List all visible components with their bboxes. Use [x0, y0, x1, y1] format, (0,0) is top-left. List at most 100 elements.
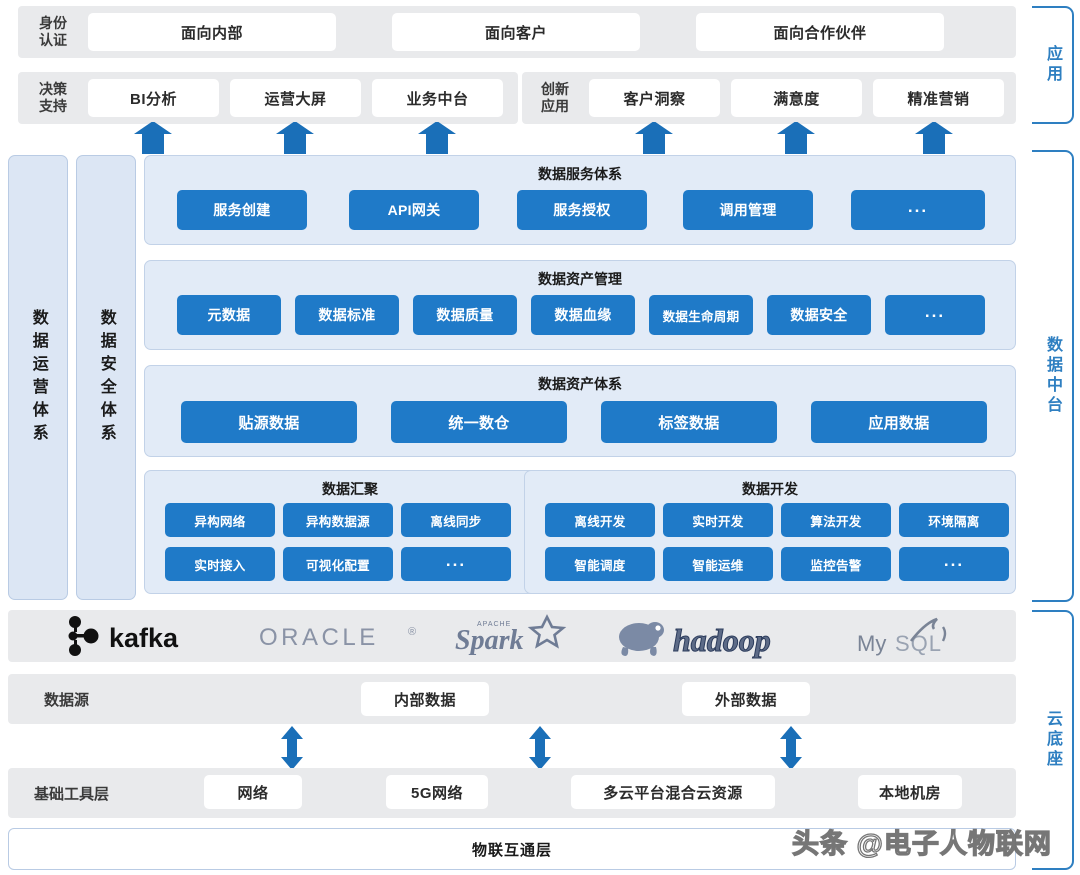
- panel-data-asset-management: 数据资产管理 元数据 数据标准 数据质量 数据血缘 数据生命周期 数据安全 ..…: [144, 260, 1016, 350]
- bracket-data-midplatform: 数据中台: [1032, 150, 1074, 602]
- panel-data-asset-management-title: 数据资产管理: [538, 271, 622, 287]
- column-data-security-label: 数据安全体系: [97, 308, 115, 447]
- chip-data-security[interactable]: 数据安全: [767, 295, 871, 335]
- chip-service-authorization[interactable]: 服务授权: [517, 190, 647, 230]
- chip-intelligent-scheduling[interactable]: 智能调度: [545, 547, 655, 581]
- arrow-up-icon: [915, 122, 953, 154]
- chip-offline-sync[interactable]: 离线同步: [401, 503, 511, 537]
- chip-source-aligned-data[interactable]: 贴源数据: [181, 401, 357, 443]
- chip-algorithm-development[interactable]: 算法开发: [781, 503, 891, 537]
- spark-logo: Spark APACHE: [448, 610, 578, 662]
- mysql-logo: My SQL: [848, 610, 998, 662]
- column-data-operations: 数据运营体系: [8, 155, 68, 600]
- identity-label-line2: 认证: [39, 32, 67, 48]
- arrow-up-icon: [635, 122, 673, 154]
- chip-realtime-development[interactable]: 实时开发: [663, 503, 773, 537]
- innovation-box-customer-insight[interactable]: 客户洞察: [589, 79, 720, 117]
- svg-text:APACHE: APACHE: [477, 621, 511, 628]
- hadoop-logo: hadoop: [608, 610, 828, 662]
- chip-api-gateway[interactable]: API网关: [349, 190, 479, 230]
- panel-data-aggregation: 数据汇聚 异构网络 异构数据源 离线同步 实时接入 可视化配置 ...: [144, 470, 556, 594]
- arrow-updown-icon: [529, 726, 551, 770]
- identity-label-line1: 身份: [39, 15, 67, 32]
- chip-metadata[interactable]: 元数据: [177, 295, 281, 335]
- tooling-box-multicloud[interactable]: 多云平台混合云资源: [571, 775, 775, 809]
- innovation-label: 创新 应用: [526, 72, 584, 124]
- chip-application-data[interactable]: 应用数据: [811, 401, 987, 443]
- decision-label-line2: 支持: [39, 98, 67, 114]
- panel-data-service: 数据服务体系 服务创建 API网关 服务授权 调用管理 ...: [144, 155, 1016, 245]
- bracket-cloud-base: 云底座: [1032, 610, 1074, 870]
- svg-text:Spark: Spark: [455, 625, 523, 656]
- column-data-operations-label: 数据运营体系: [29, 308, 47, 447]
- chip-service-more[interactable]: ...: [851, 190, 985, 230]
- tooling-box-5g[interactable]: 5G网络: [386, 775, 488, 809]
- chip-data-standard[interactable]: 数据标准: [295, 295, 399, 335]
- tooling-label: 基础工具层: [34, 785, 110, 803]
- chip-asset-more[interactable]: ...: [885, 295, 985, 335]
- chip-aggregation-more[interactable]: ...: [401, 547, 511, 581]
- arrow-up-icon: [418, 122, 456, 154]
- arrow-updown-icon: [780, 726, 802, 770]
- innovation-box-precision-marketing[interactable]: 精准营销: [873, 79, 1004, 117]
- chip-visual-config[interactable]: 可视化配置: [283, 547, 393, 581]
- panel-data-development: 数据开发 离线开发 实时开发 算法开发 环境隔离 智能调度 智能运维 监控告警 …: [524, 470, 1016, 594]
- watermark-text: 头条 @电子人物联网: [791, 828, 1052, 859]
- chip-heterogeneous-network[interactable]: 异构网络: [165, 503, 275, 537]
- decision-label: 决策 支持: [22, 72, 84, 124]
- arrow-up-icon: [276, 122, 314, 154]
- tech-logo-strip: kafka ORACLE ® Spark APACHE: [8, 610, 1016, 662]
- panel-data-aggregation-title: 数据汇聚: [322, 481, 378, 497]
- arrow-up-icon: [777, 122, 815, 154]
- app-box-internal[interactable]: 面向内部: [88, 13, 336, 51]
- svg-text:SQL: SQL: [895, 631, 942, 656]
- app-box-partner[interactable]: 面向合作伙伴: [696, 13, 944, 51]
- chip-call-management[interactable]: 调用管理: [683, 190, 813, 230]
- decision-box-dashboard[interactable]: 运营大屏: [230, 79, 361, 117]
- panel-data-development-title: 数据开发: [742, 481, 798, 497]
- decision-box-business-middle[interactable]: 业务中台: [372, 79, 503, 117]
- innovation-label-line1: 创新: [541, 81, 569, 98]
- datasource-box-internal[interactable]: 内部数据: [361, 682, 489, 716]
- arrow-up-icon: [134, 122, 172, 154]
- chip-monitoring-alert[interactable]: 监控告警: [781, 547, 891, 581]
- chip-data-lifecycle[interactable]: 数据生命周期: [649, 295, 753, 335]
- chip-development-more[interactable]: ...: [899, 547, 1009, 581]
- innovation-label-line2: 应用: [541, 98, 569, 114]
- column-data-security: 数据安全体系: [76, 155, 136, 600]
- innovation-box-satisfaction[interactable]: 满意度: [731, 79, 862, 117]
- app-box-customer[interactable]: 面向客户: [392, 13, 640, 51]
- tooling-band: [8, 768, 1016, 818]
- identity-label: 身份 认证: [22, 6, 84, 58]
- chip-environment-isolation[interactable]: 环境隔离: [899, 503, 1009, 537]
- chip-tag-data[interactable]: 标签数据: [601, 401, 777, 443]
- panel-data-asset-system: 数据资产体系 贴源数据 统一数仓 标签数据 应用数据: [144, 365, 1016, 457]
- panel-data-service-title: 数据服务体系: [538, 166, 622, 182]
- svg-text:ORACLE: ORACLE: [259, 624, 379, 651]
- decision-box-bi[interactable]: BI分析: [88, 79, 219, 117]
- svg-text:®: ®: [408, 626, 416, 638]
- chip-offline-development[interactable]: 离线开发: [545, 503, 655, 537]
- bracket-cloud-base-label: 云底座: [1044, 710, 1061, 770]
- chip-data-quality[interactable]: 数据质量: [413, 295, 517, 335]
- chip-data-lineage[interactable]: 数据血缘: [531, 295, 635, 335]
- datasource-box-external[interactable]: 外部数据: [682, 682, 810, 716]
- decision-label-line1: 决策: [39, 81, 67, 98]
- chip-realtime-ingest[interactable]: 实时接入: [165, 547, 275, 581]
- svg-text:hadoop: hadoop: [673, 622, 771, 658]
- chip-unified-warehouse[interactable]: 统一数仓: [391, 401, 567, 443]
- arrow-updown-icon: [281, 726, 303, 770]
- svg-text:My: My: [857, 631, 886, 656]
- chip-heterogeneous-datasource[interactable]: 异构数据源: [283, 503, 393, 537]
- chip-intelligent-operations[interactable]: 智能运维: [663, 547, 773, 581]
- bracket-application: 应用: [1032, 6, 1074, 124]
- bracket-application-label: 应用: [1044, 45, 1061, 85]
- bidirectional-arrows-group: [281, 726, 802, 770]
- chip-service-create[interactable]: 服务创建: [177, 190, 307, 230]
- tooling-box-local-datacenter[interactable]: 本地机房: [858, 775, 962, 809]
- tooling-box-network[interactable]: 网络: [204, 775, 302, 809]
- oracle-logo: ORACLE ®: [248, 612, 438, 660]
- datasource-band: [8, 674, 1016, 724]
- upward-arrows-group: [134, 122, 953, 154]
